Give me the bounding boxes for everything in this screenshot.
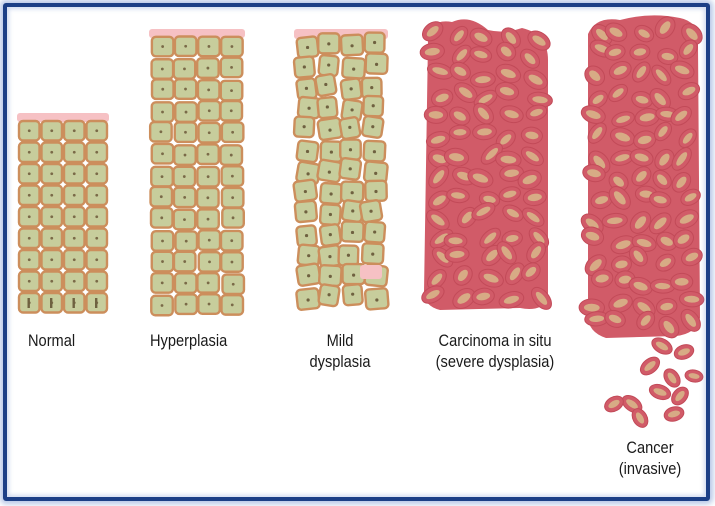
figure-border [3,3,710,501]
